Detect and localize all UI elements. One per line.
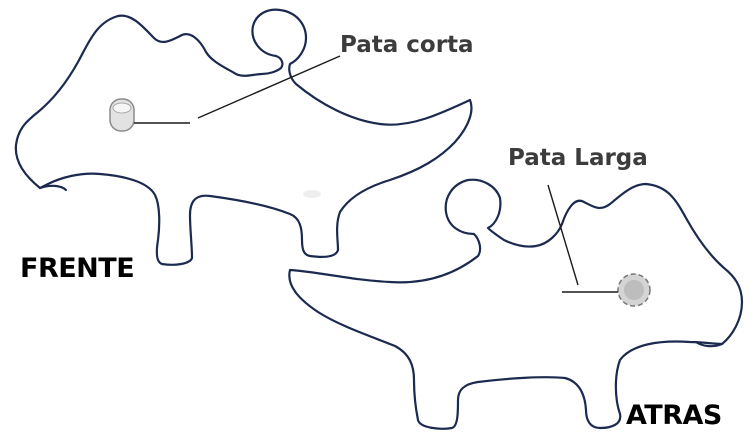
back-piece-inner-flap: [694, 340, 724, 348]
long-leg-pin: [617, 273, 651, 307]
front-piece-hole-mark: [303, 190, 321, 198]
back-piece: [288, 178, 744, 430]
back-label: ATRAS: [626, 400, 722, 431]
long-leg-callout-leader: [547, 184, 579, 286]
short-leg-label: Pata corta: [340, 32, 474, 58]
back-piece-outline: [288, 178, 744, 430]
short-leg-pin: [109, 98, 135, 132]
front-piece: [14, 8, 473, 266]
front-piece-outline: [14, 8, 473, 266]
long-leg-label: Pata Larga: [508, 145, 648, 171]
short-leg-callout-leader: [197, 55, 341, 119]
front-piece-inner-flap: [38, 184, 68, 192]
front-label: FRENTE: [20, 253, 135, 284]
